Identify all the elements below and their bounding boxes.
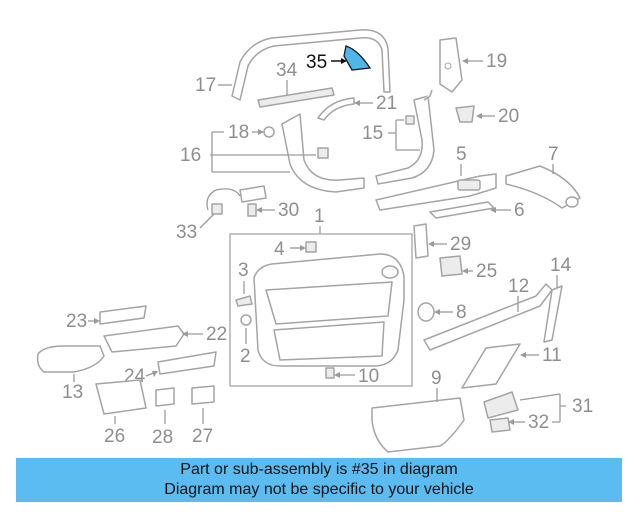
label-11: 11 bbox=[542, 345, 562, 366]
part-16-clip bbox=[317, 147, 329, 159]
part-1-door-panel bbox=[253, 253, 405, 367]
arrow-19 bbox=[462, 58, 468, 64]
label-27: 27 bbox=[192, 426, 213, 447]
arrow-11 bbox=[520, 352, 526, 358]
arrow-4 bbox=[300, 245, 306, 251]
info-banner: Part or sub-assembly is #35 in diagram D… bbox=[16, 458, 622, 502]
label-21: 21 bbox=[376, 93, 397, 114]
arrow-10 bbox=[334, 372, 340, 378]
part-14-strip bbox=[543, 285, 563, 343]
part-12-molding bbox=[423, 283, 553, 351]
label-9: 9 bbox=[431, 368, 442, 389]
label-20: 20 bbox=[498, 106, 519, 127]
arrow-23 bbox=[94, 318, 100, 324]
part-32-switch bbox=[489, 417, 511, 433]
arrow-20 bbox=[476, 113, 482, 119]
label-35: 35 bbox=[306, 52, 327, 73]
part-29-strip bbox=[413, 223, 429, 259]
label-13: 13 bbox=[62, 382, 83, 403]
part-18-grommet bbox=[263, 126, 275, 138]
leader-15 bbox=[388, 119, 420, 151]
arrow-6 bbox=[490, 207, 496, 213]
label-18: 18 bbox=[228, 122, 249, 143]
label-26: 26 bbox=[104, 426, 125, 447]
arrow-32 bbox=[508, 419, 514, 425]
leader-31 bbox=[519, 393, 566, 423]
part-9-bin bbox=[371, 397, 465, 453]
label-4: 4 bbox=[274, 239, 285, 260]
label-28: 28 bbox=[152, 427, 173, 448]
part-13-handle bbox=[36, 345, 105, 373]
part-3-clip bbox=[235, 295, 253, 307]
part-24-trim bbox=[157, 351, 217, 375]
part-19-mirror-trim bbox=[439, 37, 463, 93]
label-31: 31 bbox=[572, 396, 593, 417]
label-30: 30 bbox=[278, 200, 299, 221]
part-35-trim-cover bbox=[343, 45, 372, 71]
part-34-weatherstrip bbox=[257, 87, 335, 108]
info-line-disclaimer: Diagram may not be specific to your vehi… bbox=[164, 481, 474, 498]
label-5: 5 bbox=[456, 144, 467, 165]
label-2: 2 bbox=[240, 346, 251, 367]
part-4-clip bbox=[305, 241, 317, 253]
part-22-switch-panel bbox=[103, 325, 185, 353]
label-17: 17 bbox=[195, 75, 216, 96]
part-17-door-frame bbox=[231, 29, 391, 101]
part-23-trim bbox=[99, 305, 147, 325]
label-10: 10 bbox=[358, 366, 379, 387]
part-26-switch-block bbox=[95, 379, 147, 415]
part-5-armrest-trim bbox=[375, 173, 497, 211]
arrow-22 bbox=[182, 331, 188, 337]
part-1-assembly-box bbox=[229, 233, 413, 387]
arrow-35 bbox=[341, 58, 347, 64]
part-16-inner-frame bbox=[281, 89, 435, 193]
label-23: 23 bbox=[66, 311, 87, 332]
part-25-switch bbox=[439, 255, 463, 277]
label-6: 6 bbox=[514, 200, 525, 221]
label-1: 1 bbox=[314, 206, 325, 227]
label-12: 12 bbox=[508, 276, 529, 297]
info-line-part: Part or sub-assembly is #35 in diagram bbox=[180, 461, 458, 478]
part-6-molding bbox=[429, 201, 495, 219]
label-29: 29 bbox=[450, 234, 471, 255]
arrow-21 bbox=[354, 100, 360, 106]
label-22: 22 bbox=[206, 324, 227, 345]
label-33: 33 bbox=[176, 222, 197, 243]
part-11-panel bbox=[461, 343, 521, 389]
part-20-clip bbox=[455, 105, 475, 123]
label-19: 19 bbox=[486, 51, 507, 72]
part-28-switch bbox=[155, 387, 175, 407]
part-33-wiring bbox=[206, 188, 241, 215]
arrow-25 bbox=[462, 268, 468, 274]
part-2-screw bbox=[240, 314, 252, 326]
label-16: 16 bbox=[180, 145, 201, 166]
part-31-switch bbox=[483, 391, 519, 419]
arrow-18 bbox=[258, 129, 264, 135]
arrow-8 bbox=[434, 309, 440, 315]
part-10-clip bbox=[325, 367, 335, 379]
label-8: 8 bbox=[456, 302, 467, 323]
leader-33 bbox=[199, 213, 215, 229]
part-15-clip bbox=[405, 115, 415, 125]
label-7: 7 bbox=[548, 144, 559, 165]
arrow-29 bbox=[428, 241, 434, 247]
part-27-switch bbox=[191, 385, 215, 405]
label-15: 15 bbox=[362, 123, 383, 144]
arrow-30 bbox=[256, 207, 262, 213]
leader-16 bbox=[210, 131, 316, 173]
part-8-speaker-grille bbox=[417, 302, 435, 322]
label-3: 3 bbox=[238, 260, 249, 281]
label-32: 32 bbox=[528, 412, 549, 433]
label-14: 14 bbox=[550, 255, 572, 276]
part-30-lamp bbox=[239, 185, 267, 217]
part-21-bracket bbox=[317, 97, 355, 121]
label-34: 34 bbox=[276, 60, 298, 81]
arrow-24 bbox=[152, 371, 158, 377]
label-25: 25 bbox=[476, 261, 497, 282]
